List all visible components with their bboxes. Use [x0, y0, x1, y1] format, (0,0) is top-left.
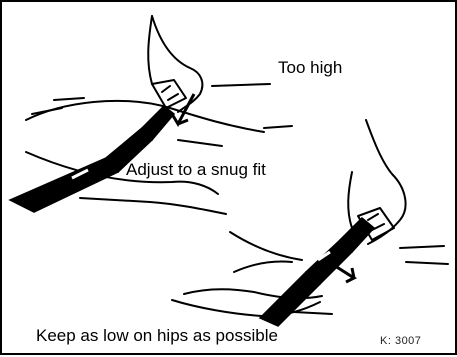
lower-belt	[260, 218, 374, 326]
upper-lap-line	[32, 108, 62, 114]
lower-seat-line	[230, 232, 302, 260]
upper-thigh-line	[212, 84, 270, 86]
lower-side-line	[400, 246, 444, 248]
lower-knee-line	[406, 262, 448, 264]
label-keep-low: Keep as low on hips as possible	[36, 327, 278, 344]
upper-hand-lines	[162, 86, 178, 100]
upper-sketch-mark	[264, 126, 292, 128]
lower-ground-line	[294, 312, 332, 314]
lower-side-outline	[348, 172, 352, 228]
lower-adjust-arrow	[332, 264, 354, 282]
upper-ground-line	[54, 98, 84, 100]
upper-knee-line	[178, 140, 222, 146]
label-too-high: Too high	[278, 59, 342, 76]
lower-thigh-line	[234, 261, 292, 272]
label-adjust-fit: Adjust to a snug fit	[126, 161, 266, 178]
upper-arm-outline	[148, 16, 152, 84]
upper-seat-line	[80, 198, 226, 214]
figure-code: K: 3007	[380, 335, 421, 347]
upper-belt	[10, 106, 174, 212]
